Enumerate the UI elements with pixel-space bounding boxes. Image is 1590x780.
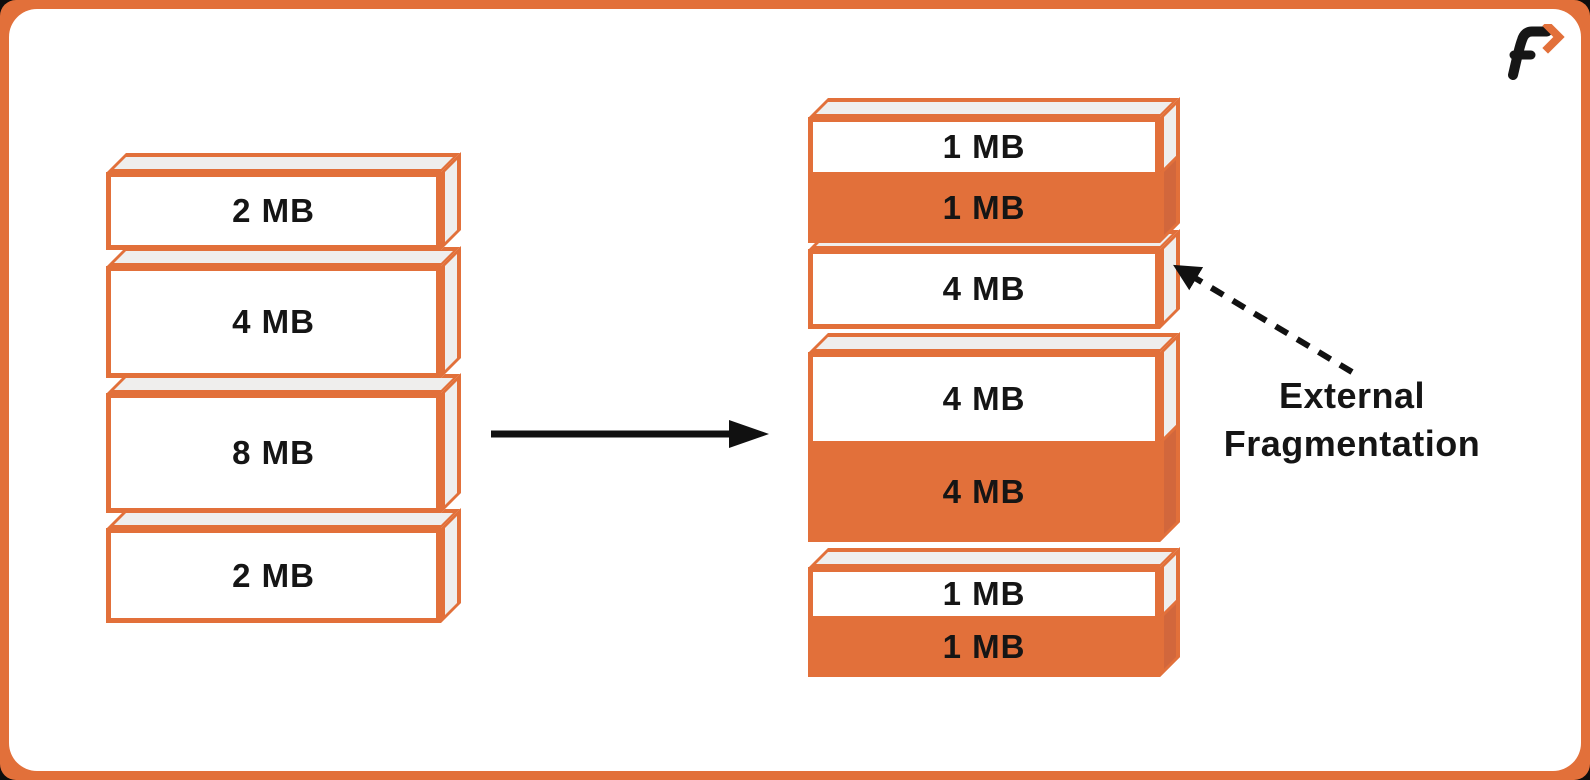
- block-segment: 2 MB: [106, 508, 461, 623]
- memory-block: 2 MB: [106, 508, 461, 623]
- transform-arrow: [491, 420, 769, 448]
- block-segment: 1 MB: [808, 547, 1180, 621]
- fragmentation-pointer-arrow: [1173, 264, 1354, 375]
- logo-letter-f-stem: [1508, 26, 1552, 80]
- block-size-label: 2 MB: [232, 192, 315, 229]
- block-size-label: 4 MB: [942, 472, 1026, 510]
- block-front-face: 4 MB: [106, 266, 441, 378]
- block-size-label: 1 MB: [942, 188, 1026, 226]
- block-top-face: [106, 247, 461, 267]
- block-front-face: 1 MB: [808, 172, 1160, 243]
- logo-chevron-icon: [1542, 24, 1565, 54]
- block-segment: 4 MB: [808, 332, 1180, 446]
- block-front-face: 2 MB: [106, 172, 441, 250]
- fragment-segment: 1 MB: [808, 152, 1180, 243]
- block-segment: 2 MB: [106, 152, 461, 250]
- block-segment: 8 MB: [106, 373, 461, 513]
- block-front-face: 8 MB: [106, 393, 441, 513]
- block-front-face: 4 MB: [808, 352, 1160, 446]
- block-top-face: [106, 153, 461, 173]
- block-top-face: [808, 548, 1180, 568]
- block-segment: 1 MB: [808, 97, 1180, 177]
- block-size-label: 1 MB: [942, 575, 1026, 612]
- block-side-face: [441, 246, 461, 378]
- memory-block: 1 MB 1 MB: [808, 97, 1180, 243]
- block-size-label: 1 MB: [942, 627, 1026, 665]
- block-side-face: [1160, 421, 1180, 542]
- block-front-face: 1 MB: [808, 616, 1160, 677]
- block-side-face: [441, 373, 461, 513]
- block-front-face: 2 MB: [106, 528, 441, 623]
- block-front-face: 1 MB: [808, 117, 1160, 177]
- block-size-label: 4 MB: [942, 270, 1026, 307]
- block-size-label: 4 MB: [232, 303, 315, 340]
- block-size-label: 4 MB: [942, 380, 1026, 417]
- brand-logo: [1508, 24, 1565, 80]
- block-segment: 4 MB: [106, 246, 461, 378]
- external-fragmentation-label: External Fragmentation: [1192, 372, 1512, 467]
- block-size-label: 1 MB: [942, 128, 1026, 165]
- memory-block: 4 MB: [106, 246, 461, 378]
- memory-block: 4 MB: [808, 229, 1180, 329]
- fragment-segment: 4 MB: [808, 421, 1180, 542]
- block-front-face: 1 MB: [808, 567, 1160, 621]
- memory-block: 1 MB 1 MB: [808, 547, 1180, 677]
- block-size-label: 8 MB: [232, 434, 315, 471]
- block-front-face: 4 MB: [808, 249, 1160, 329]
- annotation-line-1: External: [1278, 375, 1426, 416]
- block-top-face: [808, 98, 1180, 118]
- memory-block: 2 MB: [106, 152, 461, 250]
- block-top-face: [808, 333, 1180, 353]
- block-side-face: [441, 508, 461, 623]
- block-size-label: 2 MB: [232, 556, 315, 594]
- annotation-line-2: Fragmentation: [1223, 422, 1481, 464]
- fragment-segment: 1 MB: [808, 596, 1180, 677]
- block-segment: 4 MB: [808, 229, 1180, 329]
- memory-block: 4 MB 4 MB: [808, 332, 1180, 542]
- memory-block: 8 MB: [106, 373, 461, 513]
- block-front-face: 4 MB: [808, 441, 1160, 542]
